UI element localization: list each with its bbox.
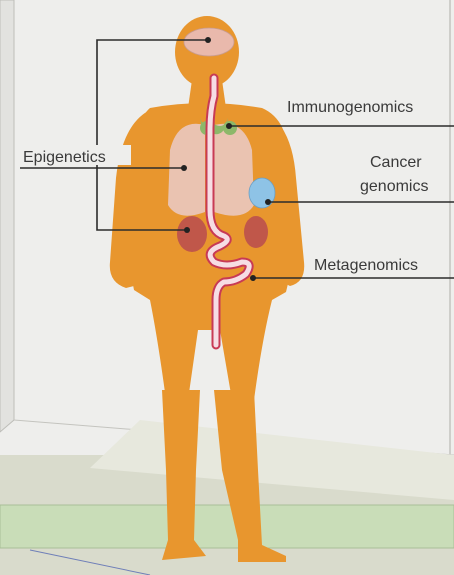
point-cancer [265, 199, 271, 205]
immunogenomics-label: Immunogenomics [287, 99, 413, 116]
floor-band [0, 505, 454, 548]
point-gut [250, 275, 256, 281]
point-brain [205, 37, 211, 43]
organ-blue [249, 178, 275, 208]
left-kidney [177, 216, 207, 252]
point-kidney [184, 227, 190, 233]
point-thyroid [226, 123, 232, 129]
metagenomics-label: Metagenomics [314, 257, 418, 274]
cancer-label-line2: genomics [360, 178, 428, 195]
room-left-wall [0, 0, 14, 432]
epigenetics-label: Epigenetics [23, 149, 106, 166]
point-lung [181, 165, 187, 171]
cancer-label-line1: Cancer [370, 154, 422, 171]
right-kidney [244, 216, 268, 248]
